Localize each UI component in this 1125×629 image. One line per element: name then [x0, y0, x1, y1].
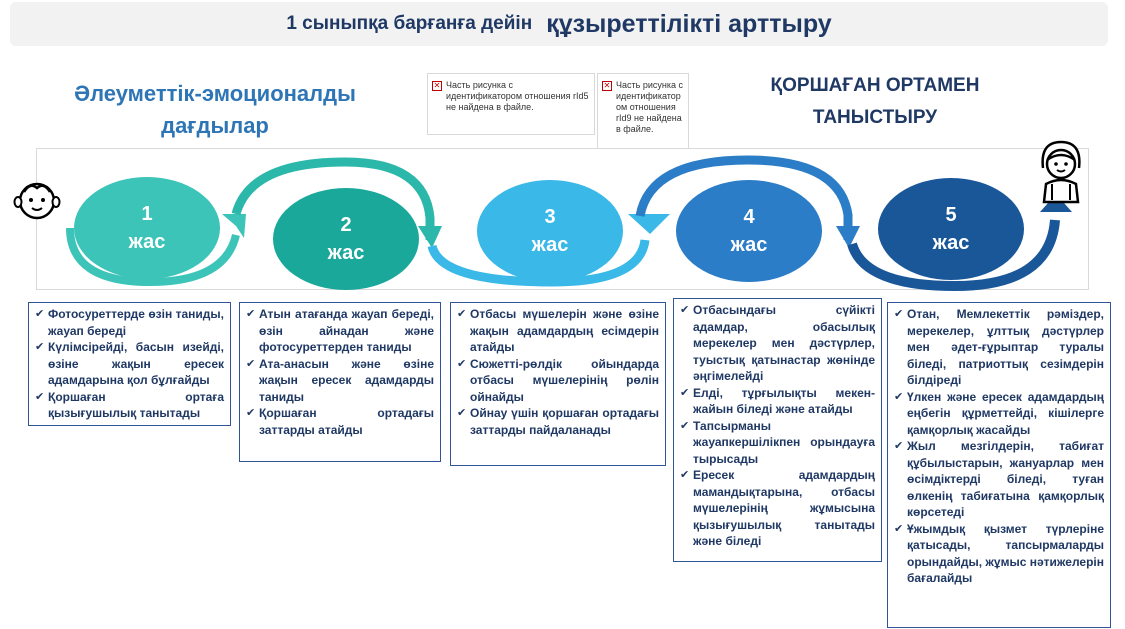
list-item: ✔Ойнау үшін қоршаған ортадағы заттарды п…: [457, 406, 659, 437]
check-icon: ✔: [680, 304, 690, 316]
list-item: ✔Ересек адамдардың мамандықтарына, отбас…: [680, 468, 875, 548]
list-item: ✔Ұжымдық қызмет түрлеріне қатысады, тапс…: [894, 521, 1104, 586]
age-circle-4: 4 жас: [676, 180, 822, 282]
heading-social-emotional: Әлеуметтік-эмоционалды дағдылар: [74, 81, 356, 138]
check-icon: ✔: [894, 440, 904, 452]
age-unit: жас: [128, 231, 166, 253]
age-number: 3: [544, 206, 556, 228]
age-circle-5: 5 жас: [878, 178, 1024, 280]
skills-box-age-4: ✔Отбасындағы сүйікті адамдар, обасылық м…: [673, 298, 882, 562]
flow-arc-1: [66, 227, 240, 287]
flow-arrowhead-3: [628, 214, 670, 234]
list-item: ✔Отбасындағы сүйікті адамдар, обасылық м…: [680, 303, 875, 383]
check-icon: ✔: [680, 469, 690, 481]
list-item: ✔Атын атағанда жауап береді, өзін айнада…: [246, 307, 434, 354]
list-item: ✔Жыл мезгілдерін, табиғат құбылыстарын, …: [894, 439, 1104, 519]
check-icon: ✔: [35, 308, 45, 320]
skills-box-age-1: ✔Фотосуреттерде өзін таниды, жауап беред…: [28, 302, 231, 426]
list-item: ✔Күлімсірейді, басын изейді, өзіне жақын…: [35, 340, 224, 387]
age-unit: жас: [531, 234, 569, 256]
list-item: ✔Ата-анасын және өзіне жақын ересек адам…: [246, 356, 434, 404]
check-icon: ✔: [894, 522, 904, 535]
title-part-2: құзыреттілікті арттыру: [546, 9, 832, 38]
flow-arrowhead-1: [222, 214, 246, 238]
check-icon: ✔: [680, 386, 690, 399]
age-unit: жас: [327, 242, 365, 264]
age-unit: жас: [730, 234, 768, 256]
flow-arrowhead-2: [418, 226, 442, 248]
flow-arc-2: [231, 157, 435, 240]
list-item: ✔Отбасы мүшелерін және өзіне жақын адамд…: [457, 307, 659, 354]
title-bar: 1 сыныпқа барғанға дейін құзыреттілікті …: [10, 2, 1108, 46]
age-circle-1: 1 жас: [74, 177, 220, 279]
list-item: ✔Тапсырманы жауапкершілікпен орындауға т…: [680, 418, 875, 466]
list-item: ✔Үлкен және ересек адамдардың еңбегін құ…: [894, 389, 1104, 437]
check-icon: ✔: [35, 341, 45, 353]
skills-box-age-2: ✔Атын атағанда жауап береді, өзін айнада…: [239, 302, 441, 462]
check-icon: ✔: [894, 308, 904, 320]
flow-arc-4: [635, 155, 853, 240]
flow-arrowhead-4: [836, 226, 860, 248]
missing-image-placeholder: ✕ Часть рисунка с идентификатором отноше…: [427, 73, 595, 135]
age-number: 1: [141, 203, 153, 225]
missing-image-text: Часть рисунка с идентификатором отношени…: [446, 80, 589, 112]
check-icon: ✔: [246, 308, 256, 320]
broken-image-icon: ✕: [602, 81, 612, 91]
skills-box-age-3: ✔Отбасы мүшелерін және өзіне жақын адамд…: [450, 302, 666, 466]
list-item: ✔Фотосуреттерде өзін таниды, жауап беред…: [35, 307, 224, 338]
baby-face-icon: [13, 182, 61, 220]
check-icon: ✔: [246, 407, 256, 419]
check-icon: ✔: [894, 390, 904, 403]
check-icon: ✔: [35, 390, 45, 403]
flow-arc-3: [427, 239, 650, 287]
broken-image-icon: ✕: [432, 81, 442, 91]
check-icon: ✔: [246, 357, 256, 370]
check-icon: ✔: [457, 308, 467, 320]
list-item: ✔Елді, тұрғылықты мекен-жайын біледі жән…: [680, 385, 875, 417]
age-number: 5: [945, 204, 957, 226]
age-circle-3: 3 жас: [477, 180, 623, 282]
age-circle-2: 2 жас: [273, 188, 419, 290]
list-item: ✔Сюжетті-рөлдік ойындарда отбасы мүшелер…: [457, 356, 659, 404]
check-icon: ✔: [457, 407, 467, 419]
missing-image-placeholder: ✕ Часть рисунка с идентификатор ом отнош…: [597, 73, 689, 151]
flow-arc-5: [847, 219, 1060, 292]
age-number: 4: [743, 206, 755, 228]
heading-environment: ҚОРШАҒАН ОРТАМЕН ТАНЫСТЫРУ: [770, 75, 980, 128]
check-icon: ✔: [457, 357, 467, 370]
age-number: 2: [340, 214, 352, 236]
list-item: ✔Отан, Мемлекеттік рәміздер, мерекелер, …: [894, 307, 1104, 387]
missing-image-text: Часть рисунка с идентификатор ом отношен…: [616, 80, 683, 134]
skills-box-age-5: ✔Отан, Мемлекеттік рәміздер, мерекелер, …: [887, 302, 1111, 628]
check-icon: ✔: [680, 419, 690, 432]
age-unit: жас: [932, 232, 970, 254]
list-item: ✔Қоршаған ортадағы заттарды атайды: [246, 406, 434, 437]
schoolchild-icon: [1041, 140, 1081, 204]
title-part-1: 1 сыныпқа барғанға дейін: [286, 13, 533, 34]
list-item: ✔Қоршаған ортаға қызығушылық танытады: [35, 389, 224, 421]
